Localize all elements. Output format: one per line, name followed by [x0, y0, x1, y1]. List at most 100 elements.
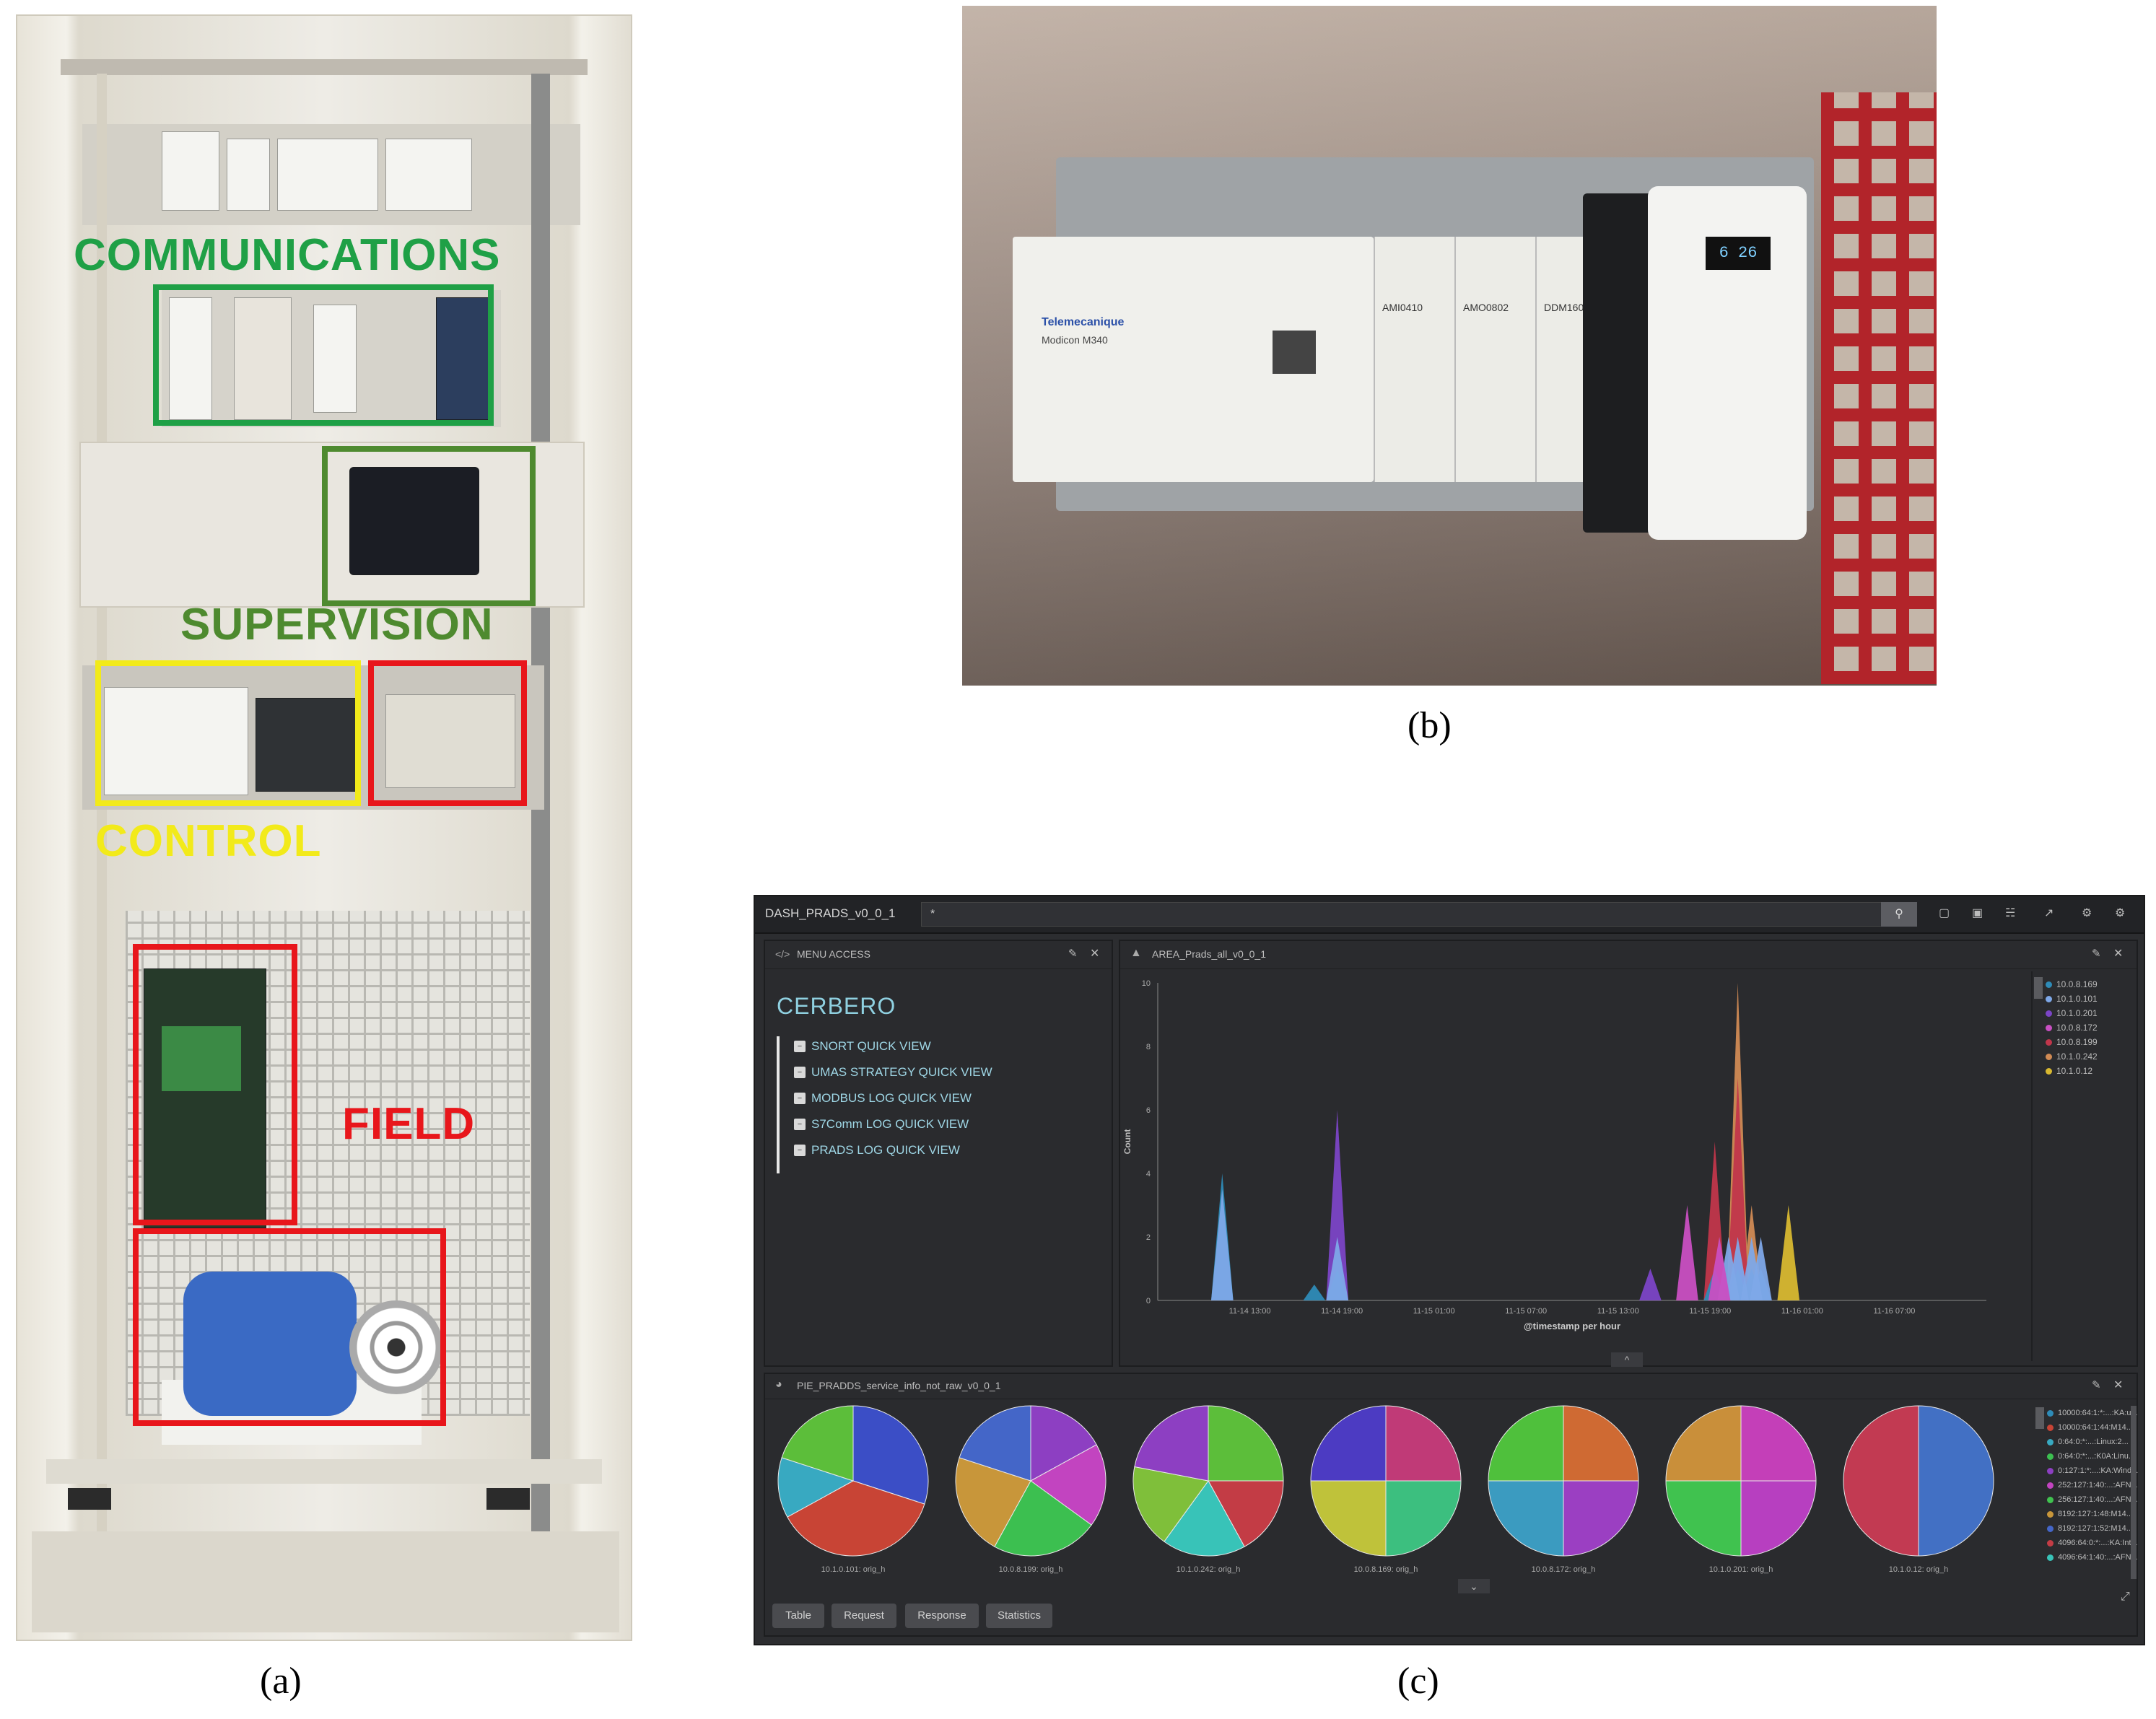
cabinet-photo: COMMUNICATIONS SUPERVISION CONTROL FIELD — [16, 14, 632, 1641]
pie-slice — [1740, 1480, 1817, 1557]
pie-slice — [1918, 1405, 1994, 1557]
legend-item[interactable]: 8192:127:1:52:M14... — [2047, 1521, 2138, 1536]
legend-item[interactable]: 10000:64:1:44:M14... — [2047, 1420, 2138, 1435]
zone-control-box — [95, 660, 361, 806]
electric-motor — [183, 1272, 357, 1416]
legend-label: 10000:64:1:*:...:KA:u... — [2058, 1409, 2138, 1417]
legend-item[interactable]: 10.0.8.172 — [2046, 1020, 2098, 1035]
search-bar[interactable] — [921, 902, 1895, 927]
cabinet-foot — [68, 1488, 111, 1510]
caption-a: (a) — [260, 1661, 302, 1702]
x-tick-label: 11-16 07:00 — [1873, 1307, 1915, 1316]
table-button[interactable]: Table — [772, 1604, 824, 1628]
close-icon[interactable]: ✕ — [2113, 948, 2124, 960]
legend-item[interactable]: 10.0.8.169 — [2046, 977, 2098, 992]
area-chart-title: AREA_Prads_all_v0_0_1 — [1152, 948, 1266, 960]
menu-link-modbus[interactable]: −MODBUS LOG QUICK VIEW — [794, 1085, 992, 1111]
legend-item[interactable]: 252:127:1:40:...:AFN... — [2047, 1478, 2138, 1492]
gear-icon[interactable]: ⚙ — [2082, 907, 2092, 919]
response-button[interactable]: Response — [905, 1604, 979, 1628]
legend-item[interactable]: 10.1.0.101 — [2046, 992, 2098, 1006]
new-dashboard-icon[interactable]: ▢ — [1939, 907, 1950, 919]
close-icon[interactable]: ✕ — [2113, 1379, 2124, 1391]
legend-toggle[interactable] — [2034, 977, 2043, 999]
legend-item[interactable]: 10.1.0.242 — [2046, 1049, 2098, 1064]
y-tick-label: 4 — [1146, 1170, 1151, 1178]
legend-item[interactable]: 10000:64:1:*:...:KA:u... — [2047, 1406, 2138, 1420]
share-icon[interactable]: ↗ — [2044, 907, 2054, 919]
legend-swatch — [2047, 1539, 2054, 1547]
legend-swatch — [2047, 1453, 2054, 1460]
pie-slice — [1740, 1405, 1817, 1482]
search-icon: ⚲ — [1895, 908, 1903, 920]
search-button[interactable]: ⚲ — [1881, 902, 1917, 927]
legend-label: 0:64:0:*:...:K0A:Linu... — [2058, 1452, 2136, 1461]
area-spike — [1676, 1205, 1698, 1300]
menu-divider — [777, 1036, 780, 1173]
settings-icon[interactable]: ⚙ — [2115, 907, 2126, 919]
open-folder-icon[interactable]: ☵ — [2005, 907, 2016, 919]
legend-label: 252:127:1:40:...:AFN... — [2058, 1481, 2138, 1490]
legend-label: 10.0.8.172 — [2056, 1023, 2098, 1033]
expand-button[interactable]: ⌄ — [1458, 1579, 1490, 1593]
ethernet-port — [1273, 331, 1316, 374]
save-icon[interactable]: ▣ — [1972, 907, 1983, 919]
legend-item[interactable]: 0:64:0:*:...:K0A:Linu... — [2047, 1449, 2138, 1464]
menu-link-s7comm[interactable]: −S7Comm LOG QUICK VIEW — [794, 1111, 992, 1137]
collapse-button[interactable]: ^ — [1611, 1352, 1643, 1367]
right-vertical-rail — [531, 74, 550, 1604]
area-spike — [1326, 1237, 1349, 1300]
plc-rack-empty — [256, 698, 357, 792]
legend-label: 8192:127:1:52:M14... — [2058, 1524, 2133, 1533]
request-button[interactable]: Request — [832, 1604, 896, 1628]
legend-item[interactable]: 10.1.0.201 — [2046, 1006, 2098, 1020]
chevron-up-icon: ^ — [1624, 1354, 1630, 1365]
area-spike — [1210, 1189, 1234, 1300]
area-spike — [1326, 1110, 1349, 1300]
legend-item[interactable]: 256:127:1:40:...:AFN... — [2047, 1492, 2138, 1507]
legend-item[interactable]: 0:127:1:*:...:KA:Wind... — [2047, 1464, 2138, 1478]
legend-swatch — [2047, 1525, 2054, 1532]
menu-link-umas[interactable]: −UMAS STRATEGY QUICK VIEW — [794, 1059, 992, 1085]
close-icon[interactable]: ✕ — [1090, 948, 1100, 960]
search-input[interactable] — [929, 907, 1798, 922]
legend-swatch — [2047, 1510, 2054, 1518]
legend-item[interactable]: 8192:127:1:48:M14... — [2047, 1507, 2138, 1521]
pie-slice — [1385, 1405, 1462, 1482]
edit-icon[interactable]: ✎ — [2092, 948, 2101, 960]
legend-swatch — [2046, 1010, 2052, 1017]
pie-label: 10.1.0.201: orig_h — [1709, 1565, 1773, 1574]
legend-item[interactable]: 10.0.8.199 — [2046, 1035, 2098, 1049]
pie-slice — [1030, 1444, 1107, 1526]
edit-icon[interactable]: ✎ — [2092, 1379, 2101, 1391]
x-tick-label: 11-16 01:00 — [1781, 1307, 1823, 1316]
legend-swatch — [2047, 1467, 2054, 1474]
area-spike — [1639, 1269, 1662, 1300]
pie-slice — [1843, 1405, 1919, 1557]
legend-label: 4096:64:0:*:...:KA:Int... — [2058, 1539, 2138, 1547]
menu-link-label: PRADS LOG QUICK VIEW — [811, 1143, 960, 1157]
legend-scrollbar[interactable] — [2131, 1406, 2137, 1579]
fullscreen-icon[interactable]: ⤢ — [2121, 1591, 2130, 1603]
dashboard-window: DASH_PRADS_v0_0_1 ⚲ ▢ ▣ ☵ ↗ ⚙ ⚙ </> MENU… — [754, 895, 2145, 1645]
legend-item[interactable]: 4096:64:1:40:...:AFN... — [2047, 1550, 2138, 1565]
menu-link-label: SNORT QUICK VIEW — [811, 1039, 931, 1053]
menu-link-snort[interactable]: −SNORT QUICK VIEW — [794, 1033, 992, 1059]
legend-swatch — [2047, 1554, 2054, 1561]
legend-item[interactable]: 10.1.0.12 — [2046, 1064, 2098, 1078]
zone-field-label: FIELD — [342, 1099, 476, 1149]
module-label: AMI0410 — [1382, 302, 1423, 313]
legend-item[interactable]: 0:64:0:*:...:Linux:2... — [2047, 1435, 2138, 1449]
plc-model: Modicon M340 — [1042, 334, 1108, 346]
zone-communications-box — [153, 284, 494, 426]
menu-link-prads[interactable]: −PRADS LOG QUICK VIEW — [794, 1137, 992, 1163]
statistics-button[interactable]: Statistics — [986, 1604, 1052, 1628]
menu-link-label: S7Comm LOG QUICK VIEW — [811, 1117, 969, 1131]
edit-icon[interactable]: ✎ — [1068, 948, 1078, 960]
legend-item[interactable]: 4096:64:0:*:...:KA:Int... — [2047, 1536, 2138, 1550]
legend-label: 4096:64:1:40:...:AFN... — [2058, 1553, 2138, 1562]
legend-toggle[interactable] — [2035, 1407, 2044, 1429]
